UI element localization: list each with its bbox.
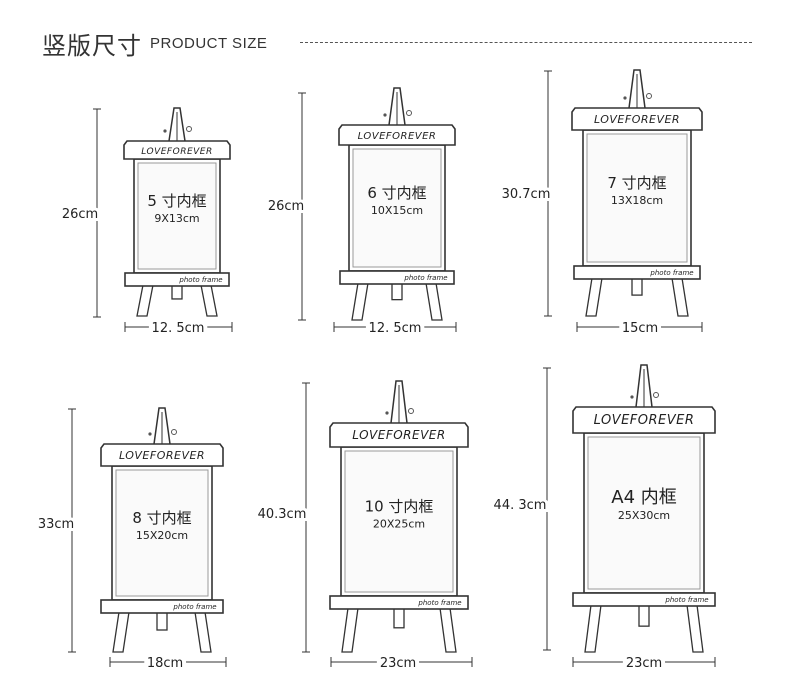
decor-dot-icon <box>630 395 634 399</box>
frame-3: LOVEFOREVER photo frame 7 寸内框 13X18cm 30.7cm… <box>499 69 703 340</box>
easel-leg-right <box>425 282 443 321</box>
decor-icon <box>406 110 412 116</box>
base-plate <box>573 265 701 280</box>
footer-label: photo frame <box>649 269 693 277</box>
decor-icon <box>408 408 414 414</box>
footer-label: photo frame <box>172 603 216 611</box>
brand-label: LOVEFOREVER <box>594 113 680 126</box>
height-label: 40.3cm <box>258 507 307 522</box>
easel-leg-right <box>194 611 212 653</box>
inner-size-dims: 25X30cm <box>618 509 670 522</box>
header-cap <box>123 140 231 160</box>
inner-size-label: 8 寸内框 <box>132 509 191 527</box>
brand-label: LOVEFOREVER <box>119 449 205 462</box>
frame-1: LOVEFOREVER photo frame 5 寸内框 9X13cm 26cm 12.… <box>59 107 233 340</box>
inner-size-dims: 9X13cm <box>154 212 199 225</box>
easel-leg-right <box>671 277 689 317</box>
inner-size-dims: 20X25cm <box>373 518 425 531</box>
decor-icon <box>171 429 177 435</box>
base-plate <box>339 270 455 285</box>
easel-leg-back <box>631 277 643 296</box>
brand-label: LOVEFOREVER <box>352 428 445 442</box>
inner-size-dims: 13X18cm <box>611 194 663 207</box>
inner-size-label: 10 寸内框 <box>365 498 434 516</box>
width-label: 15cm <box>622 321 658 336</box>
footer-label: photo frame <box>178 276 222 284</box>
footer-label: photo frame <box>417 599 461 607</box>
easel-leg-right <box>686 604 704 653</box>
decor-dot-icon <box>148 432 152 436</box>
header-title-en: PRODUCT SIZE <box>150 35 268 52</box>
inner-size-label: A4 内框 <box>611 487 677 508</box>
header-title-cn: 竖版尺寸 <box>42 32 142 60</box>
footer-label: photo frame <box>403 274 447 282</box>
width-label: 18cm <box>147 656 183 671</box>
header-cap <box>571 107 703 131</box>
easel-leg-right <box>439 607 457 653</box>
inner-size-label: 6 寸内框 <box>367 184 426 202</box>
height-label: 30.7cm <box>502 187 551 202</box>
photo-window <box>115 469 209 597</box>
inner-size-dims: 15X20cm <box>136 529 188 542</box>
easel-leg-back <box>156 611 168 631</box>
easel-leg-back <box>638 604 650 627</box>
brand-label: LOVEFOREVER <box>594 413 695 428</box>
footer-label: photo frame <box>664 596 708 604</box>
width-label: 12. 5cm <box>152 321 205 336</box>
width-label: 12. 5cm <box>369 321 422 336</box>
base-plate <box>124 272 230 287</box>
header-divider <box>300 42 752 43</box>
height-label: 26cm <box>62 207 98 222</box>
base-plate <box>100 599 224 614</box>
decor-dot-icon <box>385 411 389 415</box>
inner-size-label: 7 寸内框 <box>607 174 666 192</box>
brand-label: LOVEFOREVER <box>141 147 212 157</box>
frame-5: LOVEFOREVER photo frame 10 寸内框 20X25cm 40.3c… <box>255 380 473 675</box>
header-cap <box>572 406 716 434</box>
photo-window <box>344 450 454 593</box>
photo-window <box>352 148 442 268</box>
height-label: 26cm <box>268 199 304 214</box>
header-cap <box>338 124 456 146</box>
decor-icon <box>186 126 192 132</box>
decor-dot-icon <box>383 113 387 117</box>
decor-dot-icon <box>623 96 627 100</box>
section-header: 竖版尺寸 PRODUCT SIZE <box>42 26 752 60</box>
height-label: 44. 3cm <box>494 498 547 513</box>
header-cap <box>329 422 469 448</box>
frame-4: LOVEFOREVER photo frame 8 寸内框 15X20cm 33cm 18… <box>35 407 227 675</box>
easel-leg-left <box>351 282 369 321</box>
width-label: 23cm <box>626 656 662 671</box>
easel-leg-left <box>112 611 130 653</box>
easel-leg-left <box>584 604 602 653</box>
easel-leg-left <box>585 277 603 317</box>
easel-leg-back <box>391 282 403 301</box>
inner-size-label: 5 寸内框 <box>147 192 206 210</box>
easel-leg-right <box>200 284 218 317</box>
width-label: 23cm <box>380 656 416 671</box>
photo-window <box>587 436 701 590</box>
brand-label: LOVEFOREVER <box>358 131 437 142</box>
base-plate <box>329 595 469 610</box>
decor-icon <box>646 93 652 99</box>
frame-2: LOVEFOREVER photo frame 6 寸内框 10X15cm 26cm 12… <box>265 87 457 340</box>
decor-icon <box>653 392 659 398</box>
easel-leg-back <box>171 284 183 300</box>
photo-window <box>137 162 217 270</box>
easel-leg-back <box>393 607 405 629</box>
decor-dot-icon <box>163 129 167 133</box>
photo-window <box>586 133 688 263</box>
height-label: 33cm <box>38 517 74 532</box>
easel-leg-left <box>136 284 154 317</box>
header-cap <box>100 443 224 467</box>
base-plate <box>572 592 716 607</box>
easel-leg-left <box>341 607 359 653</box>
inner-size-dims: 10X15cm <box>371 204 423 217</box>
